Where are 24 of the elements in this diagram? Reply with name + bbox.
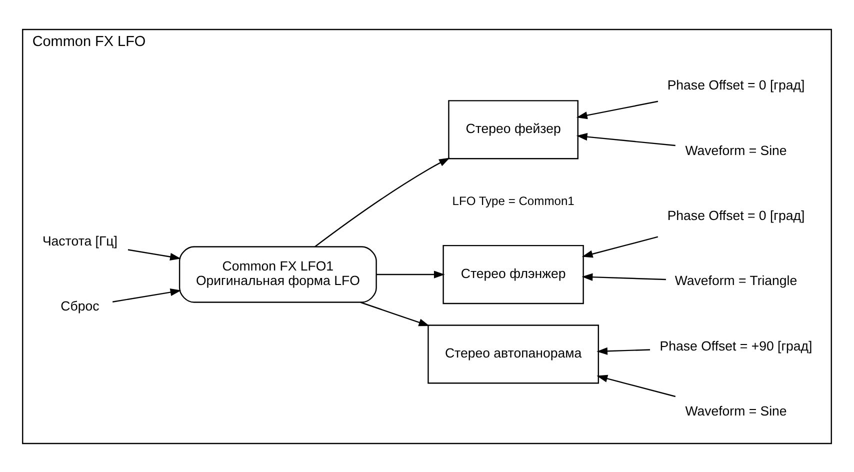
node-text: Phase Offset = 0 [град] xyxy=(667,207,805,222)
arrow xyxy=(596,346,650,354)
node-text: Phase Offset = +90 [град] xyxy=(660,338,812,353)
arrow xyxy=(112,288,182,302)
node-text: Частота [Гц] xyxy=(42,232,118,248)
label: LFO Type = Common1 xyxy=(452,194,574,208)
arrow xyxy=(582,236,658,258)
node-box: Стерео фейзер xyxy=(448,100,578,159)
arrow xyxy=(376,270,445,278)
arrow xyxy=(128,248,181,260)
arrow xyxy=(314,157,450,247)
node-text: Waveform = Triangle xyxy=(674,272,798,288)
node-box: Стерео флэнжер xyxy=(442,244,584,304)
node-text: Сброс xyxy=(60,298,100,313)
arrow xyxy=(576,100,658,119)
node-box: Стерео автопанорама xyxy=(428,324,599,384)
arrow xyxy=(360,301,430,326)
node-box: Common FX LFO1 Оригинальная форма LFO xyxy=(178,246,377,302)
node-text: Phase Offset = 0 [град] xyxy=(667,77,805,92)
node-text: Waveform = Sine xyxy=(685,403,787,418)
arrow xyxy=(596,374,676,397)
arrow xyxy=(576,132,676,146)
arrow xyxy=(582,272,666,280)
node-text: Waveform = Sine xyxy=(685,142,787,158)
